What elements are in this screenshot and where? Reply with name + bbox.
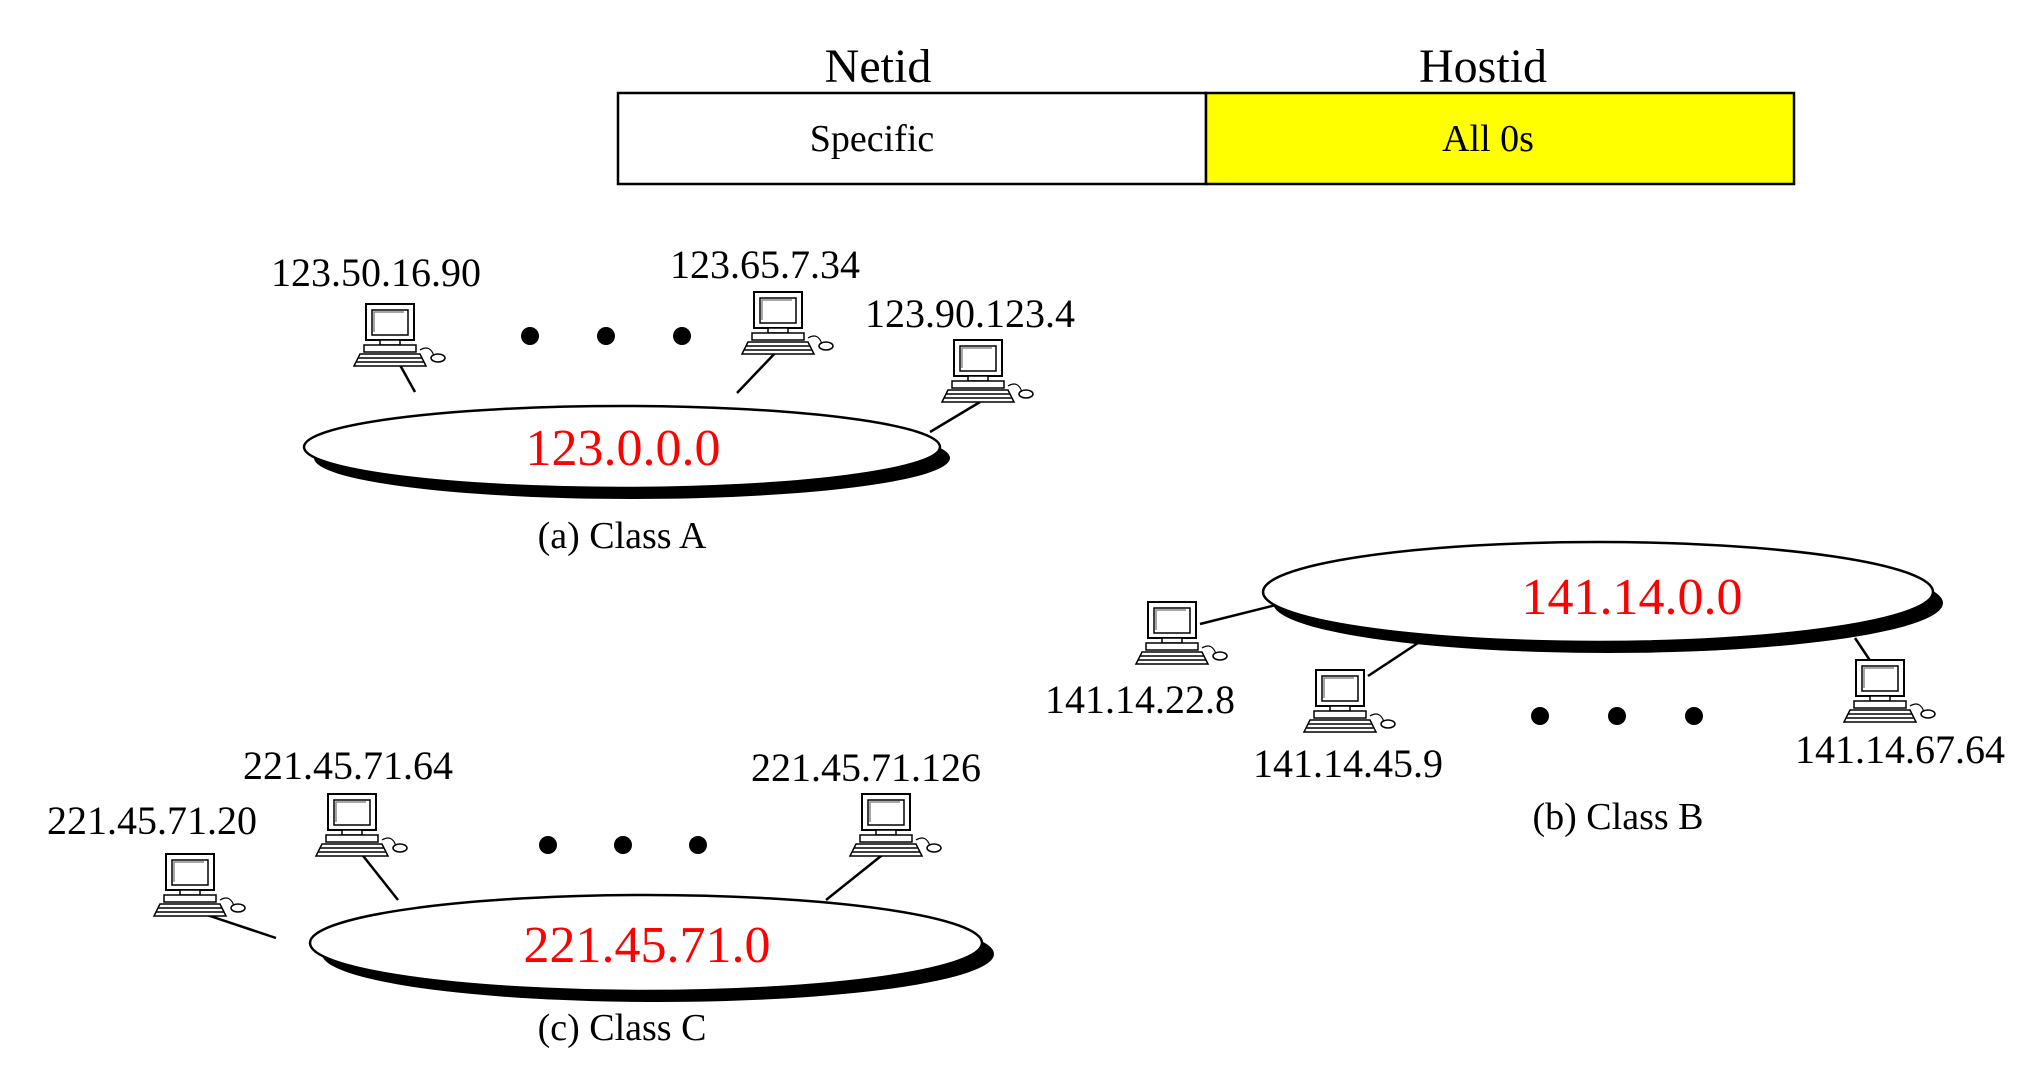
class-a-caption: (a) Class A	[538, 515, 707, 557]
class-c-caption: (c) Class C	[538, 1007, 707, 1049]
class-b-network: 141.14.0.0 141.14.22.8 141.14.45.9 141.1…	[1045, 540, 2005, 838]
computer-icon	[353, 303, 446, 367]
class-b-host-3-address: 141.14.67.64	[1795, 727, 2005, 772]
class-b-host-1-address: 141.14.22.8	[1045, 677, 1235, 722]
class-b-host-2-address: 141.14.45.9	[1253, 741, 1443, 786]
class-a-network: 123.0.0.0 123.50.16.90 123.65.7.34 123.9…	[271, 242, 1075, 557]
link-line	[1367, 641, 1419, 678]
computer-icon	[849, 793, 942, 857]
computer-icon	[741, 291, 834, 355]
class-b-network-address: 141.14.0.0	[1522, 569, 1743, 626]
computer-icon	[153, 853, 246, 917]
netid-cell	[616, 91, 1208, 186]
class-c-network-address: 221.45.71.0	[524, 917, 771, 974]
computer-icon	[1135, 601, 1228, 665]
link-line	[398, 364, 417, 393]
computer-icon	[1303, 669, 1396, 733]
computer-icon	[941, 339, 1034, 403]
ellipsis-dots	[539, 836, 707, 854]
class-b-caption: (b) Class B	[1533, 796, 1704, 838]
netid-value: Specific	[810, 118, 935, 160]
class-c-host-2-address: 221.45.71.64	[243, 743, 453, 788]
address-format-table: Netid Hostid Specific All 0s	[616, 40, 1796, 186]
network-ellipse	[302, 404, 942, 490]
link-line	[1199, 602, 1281, 626]
class-c-host-3-address: 221.45.71.126	[751, 745, 981, 790]
ellipsis-dots	[1531, 707, 1703, 725]
hostid-cell	[1204, 91, 1796, 186]
link-line	[736, 349, 779, 394]
link-line	[825, 851, 887, 901]
class-c-network: 221.45.71.0 221.45.71.20 221.45.71.64 22…	[47, 743, 994, 1049]
class-c-host-1-address: 221.45.71.20	[47, 798, 257, 843]
computer-icon	[315, 793, 408, 857]
class-a-host-3-address: 123.90.123.4	[865, 291, 1075, 336]
ellipsis-dots	[521, 327, 691, 345]
computer-icon	[1843, 659, 1936, 723]
hostid-header: Hostid	[1419, 40, 1547, 93]
network-ellipse	[308, 893, 984, 993]
network-ellipse	[1261, 540, 1935, 644]
netid-header: Netid	[825, 40, 932, 93]
link-line	[929, 400, 981, 434]
class-a-network-address: 123.0.0.0	[526, 420, 721, 477]
hostid-value: All 0s	[1442, 118, 1534, 160]
link-line	[359, 851, 399, 901]
class-a-host-1-address: 123.50.16.90	[271, 250, 481, 295]
class-a-host-2-address: 123.65.7.34	[670, 242, 860, 287]
